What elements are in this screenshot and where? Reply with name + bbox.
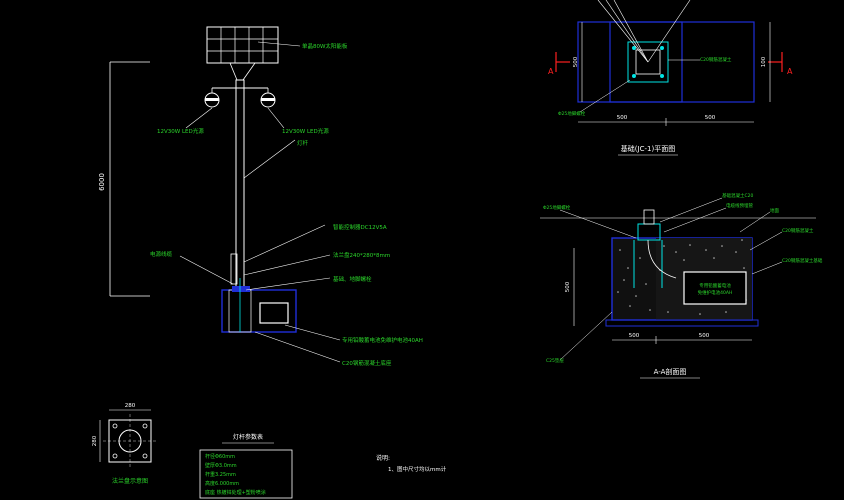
- section-dim-right: 500: [699, 333, 710, 339]
- section-label-conduit: 电缆线预埋管: [726, 202, 753, 209]
- section-label-rc: C20钢筋混凝土: [782, 227, 814, 234]
- solar-panel: [206, 26, 279, 81]
- flange-plan: 280 280 法兰盘示意图: [92, 403, 157, 485]
- concrete-hatch: [617, 239, 747, 315]
- spec-row: 杆重3.25mm: [205, 471, 236, 478]
- label-pole: 灯杆: [297, 139, 309, 147]
- leader-lines: [179, 41, 341, 363]
- plan-dim-right: 500: [705, 115, 716, 121]
- plan-label-bolt: Φ25地脚螺栓: [558, 110, 586, 117]
- height-dimension: 6000: [98, 173, 106, 191]
- spec-table: 灯杆参数表 杆径Φ60mm 壁厚Φ3.0mm 杆重3.25mm 高度6.000m…: [199, 433, 293, 499]
- label-solar-panel: 单晶80W太阳能板: [302, 42, 348, 50]
- flange-title: 法兰盘示意图: [112, 477, 148, 485]
- section-label-battery-2: 免维护电池40AH: [698, 289, 733, 296]
- plan-dim-left: 500: [617, 115, 628, 121]
- pole-foundation: [221, 278, 297, 333]
- label-cable: 电源线缆: [150, 250, 173, 258]
- section-aa-title: A-A剖面图: [654, 367, 687, 376]
- section-label-ground: 地面: [770, 207, 779, 214]
- plan-label-concrete: C20钢筋混凝土: [700, 56, 732, 63]
- label-led-left: 12V30W LED光源: [157, 127, 204, 135]
- spec-row: 高度6.000mm: [205, 480, 239, 487]
- spec-row: 底座 热镀锌处理+塑粉喷涂: [205, 489, 266, 496]
- plan-dim-height-right: 100: [761, 56, 767, 67]
- label-concrete: C20钢筋混凝土底座: [342, 359, 392, 367]
- label-battery: 专用铅酸蓄电池免维护电池40AH: [342, 336, 423, 344]
- foundation-plan: A A 500 500 500 100 Φ25地脚螺栓 C20钢筋混凝土 基础(…: [548, 0, 793, 156]
- section-label-bolt: Φ25地脚螺栓: [543, 204, 571, 211]
- section-dim-left: 500: [629, 333, 640, 339]
- notes: 说明: 1、图中尺寸均以mm计: [376, 454, 447, 473]
- label-controller: 智能控制器DC12V5A: [333, 223, 387, 231]
- plan-dim-height: 500: [573, 56, 579, 67]
- spec-table-title: 灯杆参数表: [233, 433, 263, 441]
- section-label-concrete-c20: 基础混凝土C20: [722, 192, 754, 199]
- label-bolt: 基础、地脚螺栓: [333, 275, 372, 283]
- section-aa: 专用铅酸蓄电池 免维护电池40AH 500 500 500 Φ25地脚螺栓 基础…: [540, 192, 823, 379]
- section-marker-right: A: [787, 67, 793, 76]
- notes-item: 1、图中尺寸均以mm计: [388, 465, 447, 473]
- spec-row: 壁厚Φ3.0mm: [205, 462, 237, 469]
- spec-row: 杆径Φ60mm: [205, 453, 235, 460]
- section-label-battery-1: 专用铅酸蓄电池: [699, 282, 731, 289]
- section-label-cushion: C25垫层: [546, 357, 564, 364]
- label-led-right: 12V30W LED光源: [282, 127, 329, 135]
- lamp-arm: [204, 87, 276, 108]
- flange-dim-height: 280: [92, 435, 98, 446]
- section-dim-height: 500: [565, 281, 571, 292]
- flange-dim-width: 280: [125, 403, 136, 409]
- section-marker-left: A: [548, 67, 554, 76]
- elevation-view: 6000: [98, 26, 423, 367]
- label-flange: 法兰盘240*280*8mm: [333, 251, 390, 259]
- section-label-rc-base: C20钢筋混凝土基础: [782, 257, 823, 264]
- foundation-plan-title: 基础(JC-1)平面图: [621, 144, 675, 153]
- notes-title: 说明:: [376, 454, 390, 462]
